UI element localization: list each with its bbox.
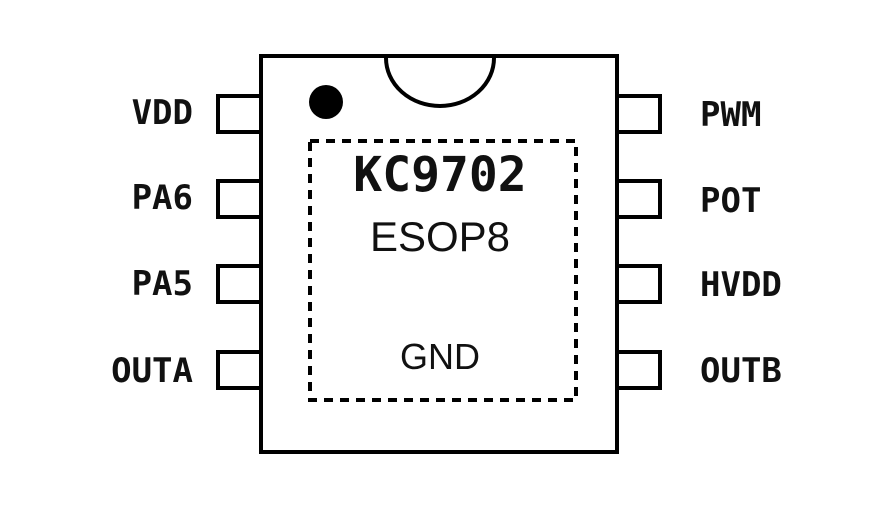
exposed-pad-label: GND	[400, 336, 480, 377]
pin-left-3	[216, 264, 263, 304]
pin-label-right: POT	[700, 181, 762, 221]
pin-right-2	[615, 179, 662, 219]
pin-label-right: OUTB	[700, 351, 782, 391]
pin1-marker-dot	[309, 85, 343, 119]
package-name: ESOP8	[369, 213, 511, 260]
pin-label-right: HVDD	[700, 265, 782, 305]
chip-body	[259, 54, 619, 454]
pin-label-left: VDD	[131, 93, 193, 133]
pin-left-1	[216, 94, 263, 134]
orientation-notch	[384, 57, 496, 108]
pin-label-left: PA5	[131, 264, 193, 304]
pin-left-4	[216, 350, 263, 390]
pin-left-2	[216, 179, 263, 219]
pin-label-right: PWM	[700, 95, 762, 135]
pin-label-left: PA6	[131, 178, 193, 218]
part-number: KC9702	[353, 147, 527, 203]
pin-right-4	[615, 350, 662, 390]
exposed-pad-outline	[308, 139, 578, 402]
pin-label-left: OUTA	[111, 351, 193, 391]
pin-right-3	[615, 264, 662, 304]
pin-right-1	[615, 94, 662, 134]
